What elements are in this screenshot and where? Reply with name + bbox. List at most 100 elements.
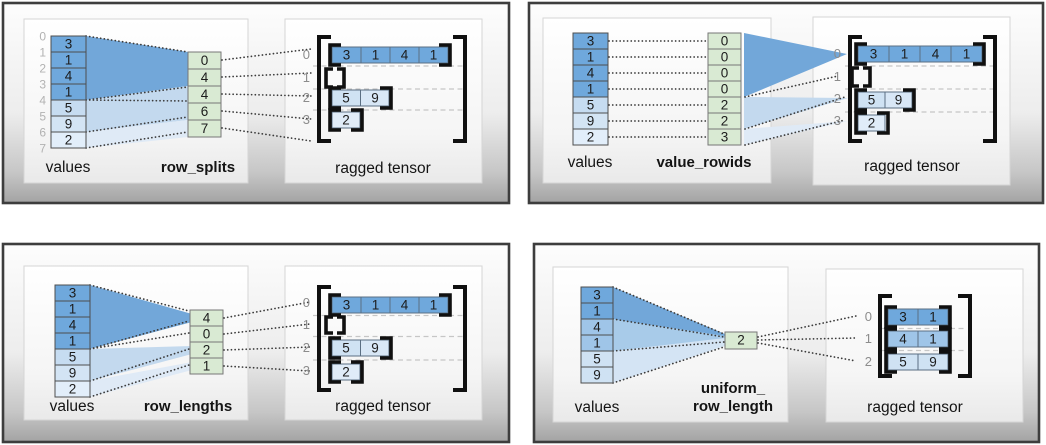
param-cell-text: 4 bbox=[203, 311, 211, 326]
split-index: 1 bbox=[39, 46, 46, 60]
row-index: 1 bbox=[865, 331, 872, 346]
row-bracket bbox=[884, 350, 897, 374]
value-cell-text: 1 bbox=[587, 82, 595, 97]
split-index: 4 bbox=[39, 94, 46, 108]
row-index: 2 bbox=[834, 91, 841, 106]
empty-row-bracket bbox=[863, 66, 872, 88]
param-label: row_lengths bbox=[144, 398, 232, 415]
param-cell-text: 6 bbox=[201, 104, 209, 119]
value-cell-text: 4 bbox=[587, 66, 595, 81]
row-index: 3 bbox=[834, 113, 841, 128]
dotted-connector bbox=[612, 318, 725, 338]
value-rowids-column: 0 0 0 0 2 2 3 bbox=[707, 32, 742, 146]
tensor-cell-text: 4 bbox=[401, 48, 409, 63]
value-cell-text: 4 bbox=[593, 320, 601, 335]
row-bracket bbox=[877, 111, 890, 135]
tensor-cell-text: 1 bbox=[372, 298, 380, 313]
row-bracket bbox=[380, 86, 393, 110]
dotted-connector bbox=[89, 364, 190, 398]
dotted-connector bbox=[221, 110, 312, 120]
flow-wedge-light bbox=[90, 346, 192, 381]
row-bracket bbox=[328, 336, 341, 360]
param-label-line2: row_length bbox=[693, 398, 773, 415]
outer-left-bracket bbox=[317, 35, 331, 143]
param-label-line1: uniform_ bbox=[701, 380, 766, 397]
flow-wedge-lighter bbox=[86, 120, 188, 148]
tensor-cell-text: 1 bbox=[372, 48, 380, 63]
dotted-connector bbox=[221, 72, 312, 78]
param-label: value_rowids bbox=[656, 154, 751, 171]
panel-row-splits: 0 1 2 3 4 5 6 7 3 1 4 1 5 9 2 bbox=[1, 1, 511, 205]
param-label: row_splits bbox=[161, 159, 235, 176]
dotted-connector bbox=[223, 346, 311, 351]
row-index: 1 bbox=[834, 69, 841, 84]
value-cell bbox=[50, 131, 87, 149]
param-cell-text: 0 bbox=[721, 34, 729, 49]
dotted-connector bbox=[223, 323, 311, 335]
value-cell-text: 1 bbox=[65, 53, 73, 68]
value-cell bbox=[580, 366, 614, 384]
tensor-cell-text: 3 bbox=[343, 48, 351, 63]
dotted-connector bbox=[744, 96, 846, 130]
param-cell-text: 2 bbox=[203, 343, 211, 358]
ragged-tensor: 0 1 2 3 3 1 4 1 5 9 2 bbox=[303, 285, 467, 392]
outer-left-bracket bbox=[878, 294, 892, 378]
row-index: 0 bbox=[303, 47, 310, 62]
value-cell-text: 3 bbox=[65, 37, 73, 52]
split-index: 6 bbox=[39, 126, 46, 140]
row-index: 2 bbox=[303, 90, 310, 105]
empty-row-bracket bbox=[850, 66, 859, 88]
split-index: 2 bbox=[39, 62, 46, 76]
value-cell-text: 5 bbox=[65, 101, 73, 116]
value-cell-text: 9 bbox=[587, 114, 595, 129]
tensor-label: ragged tensor bbox=[335, 398, 431, 415]
tensor-cell-text: 9 bbox=[371, 91, 379, 106]
value-cell-text: 1 bbox=[587, 50, 595, 65]
flow-wedge-dark bbox=[613, 287, 725, 340]
dotted-connector bbox=[85, 131, 189, 149]
values-label: values bbox=[568, 154, 613, 171]
row-index: 3 bbox=[303, 363, 310, 378]
row-index: 2 bbox=[865, 354, 872, 369]
value-cell-text: 1 bbox=[69, 302, 77, 317]
row-index: 2 bbox=[303, 340, 310, 355]
flow-wedge-dark bbox=[90, 285, 192, 349]
param-cell-text: 7 bbox=[201, 121, 209, 136]
tensor-label: ragged tensor bbox=[864, 158, 960, 175]
row-index: 1 bbox=[303, 317, 310, 332]
value-cell-text: 3 bbox=[587, 34, 595, 49]
row-bracket bbox=[328, 43, 341, 67]
value-cell-text: 5 bbox=[69, 350, 77, 365]
outer-right-bracket bbox=[983, 35, 997, 143]
value-cell-text: 4 bbox=[69, 318, 77, 333]
tensor-cell bbox=[331, 363, 361, 381]
tensor-cell-text: 2 bbox=[868, 116, 876, 131]
flow-wedge-dark bbox=[744, 33, 847, 97]
param-cell bbox=[187, 119, 222, 138]
tensor-cell bbox=[418, 296, 449, 314]
value-cell-text: 2 bbox=[69, 382, 77, 397]
param-cell-text: 0 bbox=[721, 66, 729, 81]
row-bracket bbox=[884, 327, 897, 351]
tensor-label: ragged tensor bbox=[335, 160, 431, 177]
value-cell-text: 1 bbox=[65, 85, 73, 100]
row-bracket bbox=[854, 111, 867, 135]
dotted-connector bbox=[221, 48, 312, 61]
row-lengths-column: 4 0 2 1 bbox=[189, 309, 224, 375]
row-bracket bbox=[328, 293, 341, 317]
values-column: 3 1 4 1 5 9 2 bbox=[54, 284, 91, 398]
outer-right-bracket bbox=[453, 35, 467, 143]
split-index: 5 bbox=[39, 110, 46, 124]
value-cell-text: 1 bbox=[593, 336, 601, 351]
tensor-cell-text: 9 bbox=[895, 93, 903, 108]
outer-right-bracket bbox=[453, 285, 467, 392]
param-cell-text: 0 bbox=[203, 327, 211, 342]
dotted-connector bbox=[89, 320, 190, 350]
ragged-tensor: 0 1 2 3 1 4 1 5 9 bbox=[865, 294, 972, 378]
dotted-connector bbox=[85, 86, 189, 101]
tensor-cell-text: 1 bbox=[963, 47, 971, 62]
tensor-cell-text: 2 bbox=[342, 365, 350, 380]
split-index-labels: 0 1 2 3 4 5 6 7 bbox=[39, 30, 46, 156]
row-bracket bbox=[973, 42, 986, 66]
